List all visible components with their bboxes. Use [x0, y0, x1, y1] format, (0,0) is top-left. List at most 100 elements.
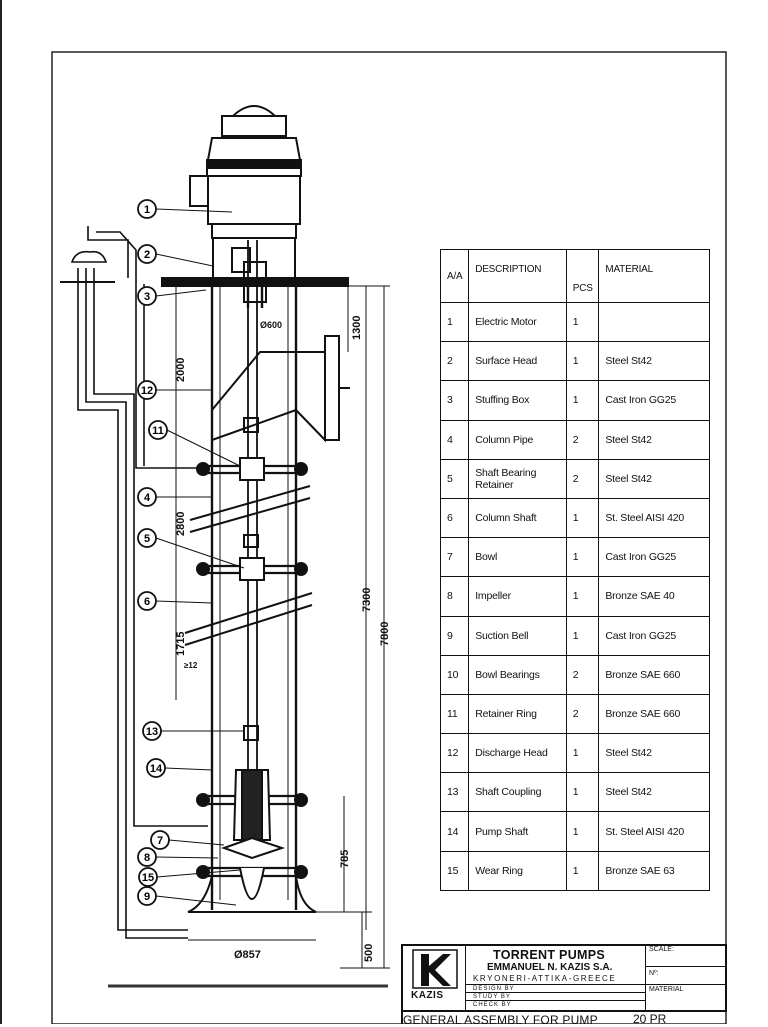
dim-gap: ≥12 [184, 661, 198, 670]
cell-aa: 8 [439, 576, 470, 617]
dimension-lines [175, 285, 390, 969]
callout-circle [137, 528, 157, 548]
header-material: MATERIAL [598, 249, 710, 303]
callout-circle [137, 199, 157, 219]
cell-material: Bronze SAE 63 [598, 850, 710, 891]
shaft-bearing-retainers [196, 417, 308, 741]
tb-border-left [401, 944, 403, 1024]
cell-aa: 4 [439, 419, 470, 460]
cell-material: St. Steel AISI 420 [598, 497, 710, 539]
cell-aa: 9 [439, 615, 470, 656]
logo-text: KAZIS [411, 990, 444, 1001]
cell-aa: 1 [439, 301, 470, 343]
cell-material: Steel St42 [598, 419, 710, 460]
dim-1715: 1715 [175, 632, 187, 656]
dim-7300: 7300 [361, 588, 373, 612]
dim-1300: 1300 [351, 316, 363, 340]
tb-border-right [725, 944, 727, 1012]
header-description: DESCRIPTION [468, 249, 567, 303]
column-shaft [247, 240, 258, 780]
cell-material [598, 301, 710, 343]
electric-motor [189, 105, 302, 239]
parts-table-header: A/A DESCRIPTION PCS MATERIAL [439, 249, 710, 303]
dim-857: Ø857 [234, 949, 261, 961]
tb-divider-h4 [465, 992, 645, 993]
cell-material: Bronze SAE 660 [598, 693, 710, 735]
surface-head [161, 237, 349, 308]
callout-circle [148, 420, 168, 440]
cell-pcs: 1 [565, 850, 600, 891]
callout-circle [137, 286, 157, 306]
callout-leader [155, 600, 213, 604]
cell-pcs: 1 [565, 537, 600, 578]
cell-pcs: 2 [565, 458, 600, 499]
cell-material: Steel St42 [598, 772, 710, 813]
number-label: Nº: [649, 970, 659, 977]
cell-pcs: 2 [565, 419, 600, 460]
header-pcs: PCS [565, 249, 600, 303]
callout-label: 8 [144, 852, 150, 864]
cell-material: Steel St42 [598, 458, 710, 499]
callout-label: 12 [141, 385, 153, 397]
callout-circle [137, 487, 157, 507]
tb-divider-logo [465, 944, 466, 1010]
cell-description: Retainer Ring [468, 693, 567, 735]
callout-circle [146, 758, 166, 778]
callout-label: 2 [144, 249, 150, 261]
callout-label: 9 [144, 891, 150, 903]
callout-circle [150, 830, 170, 850]
company-name: TORRENT PUMPS [493, 948, 606, 962]
cell-material: Cast Iron GG25 [598, 380, 710, 421]
callout-leader [155, 856, 219, 859]
cell-material: Cast Iron GG25 [598, 537, 710, 578]
cell-aa: 10 [439, 654, 470, 695]
cell-description: Stuffing Box [468, 380, 567, 421]
callout-leader [155, 537, 245, 569]
dimension-labels: 2000 2800 1715 1300 7300 7800 785 500 Ø8… [175, 316, 391, 962]
cell-aa: 11 [439, 693, 470, 735]
pump-model: 20 PR [633, 1012, 667, 1026]
callout-circle [137, 244, 157, 264]
cell-aa: 7 [439, 537, 470, 578]
callout-label: 6 [144, 596, 150, 608]
callout-leader [155, 208, 233, 213]
callout-leader [168, 839, 225, 846]
cell-pcs: 2 [565, 654, 600, 695]
cell-aa: 12 [439, 733, 470, 774]
cell-material: Cast Iron GG25 [598, 615, 710, 656]
cell-description: Electric Motor [468, 301, 567, 343]
cell-pcs: 1 [565, 497, 600, 539]
cell-description: Impeller [468, 576, 567, 617]
dim-500: 500 [363, 944, 375, 962]
tb-divider-scale [645, 944, 646, 1010]
cell-description: Pump Shaft [468, 811, 567, 852]
cell-material: Bronze SAE 660 [598, 654, 710, 695]
dim-2800: 2800 [175, 512, 187, 536]
cell-aa: 13 [439, 772, 470, 813]
cell-aa: 5 [439, 458, 470, 499]
cell-aa: 3 [439, 380, 470, 421]
callout-leader [155, 253, 214, 267]
title-block: KAZIS TORRENT PUMPS EMMANUEL N. KAZIS S.… [401, 944, 727, 1027]
callout-circle [137, 847, 157, 867]
tb-divider-h5 [465, 1000, 645, 1001]
cell-pcs: 1 [565, 733, 600, 774]
cell-description: Column Shaft [468, 497, 567, 539]
tb-divider-h1 [465, 984, 727, 985]
drawing-title: GENERAL ASSEMBLY FOR PUMP [403, 1013, 598, 1027]
discharge-head [211, 335, 350, 443]
callout-label: 3 [144, 291, 150, 303]
bowl-assembly [187, 769, 317, 913]
cell-pcs: 1 [565, 380, 600, 421]
callout-circle [138, 867, 158, 887]
